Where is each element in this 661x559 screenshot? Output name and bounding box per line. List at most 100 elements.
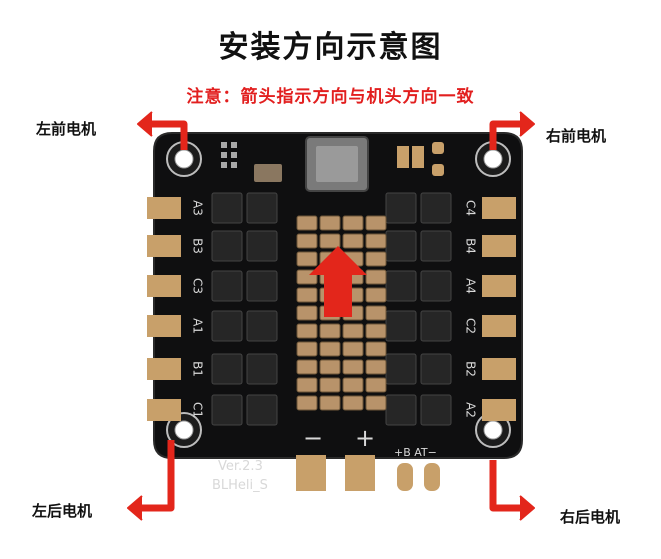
mosfet-chip — [385, 192, 417, 224]
warning-note: 注意：箭头指示方向与机头方向一致 — [186, 87, 475, 107]
motor-pad — [147, 399, 181, 421]
pad-label: A4 — [464, 278, 478, 294]
ceramic-capacitor — [296, 251, 318, 267]
ceramic-capacitor — [365, 341, 387, 357]
right-turn-arrow-icon — [489, 460, 535, 521]
firmware-label: BLHeli_S — [212, 478, 268, 493]
motor-pad — [147, 197, 181, 219]
pad-label: C3 — [191, 278, 205, 294]
pad-label: A2 — [464, 402, 478, 418]
ceramic-capacitor — [365, 251, 387, 267]
mosfet-chip — [211, 192, 243, 224]
mosfet-chip — [420, 310, 452, 342]
motor-pad — [482, 358, 516, 380]
ceramic-capacitor — [319, 395, 341, 411]
mosfet-chip — [385, 353, 417, 385]
motor-label-front-right: 右前电机 — [546, 127, 607, 145]
motor-pad — [482, 197, 516, 219]
pad-label: C4 — [464, 200, 478, 216]
ceramic-capacitor — [365, 377, 387, 393]
mosfet-chip — [246, 230, 278, 262]
ceramic-capacitor — [342, 233, 364, 249]
ceramic-capacitor — [365, 359, 387, 375]
top-left-chip-pads — [221, 142, 237, 168]
ceramic-capacitor — [365, 305, 387, 321]
mosfet-chip — [211, 353, 243, 385]
mosfet-chip — [246, 353, 278, 385]
battery-pad-1 — [397, 463, 413, 491]
ceramic-capacitor — [342, 341, 364, 357]
ceramic-capacitor — [365, 233, 387, 249]
ceramic-capacitor — [296, 395, 318, 411]
inductor — [305, 136, 369, 192]
ceramic-capacitor — [296, 215, 318, 231]
motor-pad — [147, 315, 181, 337]
left-turn-arrow-icon — [127, 440, 175, 521]
pad-label: A1 — [191, 318, 205, 334]
pad-label: A3 — [191, 200, 205, 216]
motor-pad — [482, 315, 516, 337]
motor-pad — [147, 235, 181, 257]
mosfet-chip — [211, 310, 243, 342]
motor-pad — [147, 275, 181, 297]
mosfet-chips — [211, 192, 452, 426]
ceramic-capacitor — [296, 341, 318, 357]
ceramic-capacitor — [319, 341, 341, 357]
mosfet-chip — [246, 270, 278, 302]
mosfet-chip — [385, 310, 417, 342]
ceramic-capacitor — [319, 215, 341, 231]
mosfet-chip — [211, 394, 243, 426]
ceramic-capacitor — [296, 305, 318, 321]
ceramic-capacitor — [342, 323, 364, 339]
pad-label: C1 — [191, 402, 205, 418]
ceramic-capacitor — [365, 215, 387, 231]
mount-hole-front-right — [475, 141, 511, 177]
ceramic-capacitor — [342, 359, 364, 375]
battery-pad-2 — [424, 463, 440, 491]
capacitor — [254, 164, 282, 182]
ceramic-capacitor — [296, 323, 318, 339]
up-arrow-icon — [309, 246, 367, 317]
motor-label-rear-right: 右后电机 — [560, 508, 621, 526]
plus-label: + — [355, 424, 375, 452]
mosfet-chip — [211, 270, 243, 302]
motor-pad — [482, 275, 516, 297]
ceramic-capacitor — [365, 323, 387, 339]
mosfet-chip — [420, 353, 452, 385]
power-pad-negative — [296, 455, 326, 491]
pad-label: B1 — [191, 361, 205, 377]
ceramic-capacitor — [365, 395, 387, 411]
power-pad-positive — [345, 455, 375, 491]
mosfet-chip — [211, 230, 243, 262]
mosfet-chip — [420, 270, 452, 302]
ceramic-capacitor — [296, 377, 318, 393]
mount-hole-rear-left — [166, 412, 202, 448]
ceramic-capacitor — [319, 323, 341, 339]
ceramic-capacitor — [342, 395, 364, 411]
mosfet-chip — [420, 192, 452, 224]
ceramic-capacitor — [319, 233, 341, 249]
mosfet-chip — [385, 270, 417, 302]
ceramic-capacitor — [296, 359, 318, 375]
mosfet-chip — [385, 394, 417, 426]
ceramic-capacitor — [342, 215, 364, 231]
ceramic-capacitor — [342, 377, 364, 393]
page-title: 安装方向示意图 — [218, 30, 443, 65]
mosfet-chip — [246, 192, 278, 224]
pad-label: B4 — [464, 238, 478, 254]
motor-label-rear-left: 左后电机 — [32, 502, 93, 520]
mount-hole-rear-right — [475, 412, 511, 448]
pad-label: B3 — [191, 238, 205, 254]
ceramic-capacitor — [319, 359, 341, 375]
ceramic-capacitor — [296, 287, 318, 303]
mosfet-chip — [420, 394, 452, 426]
version-label: Ver.2.3 — [218, 459, 263, 474]
ceramic-capacitor — [365, 287, 387, 303]
motor-pad — [482, 399, 516, 421]
pad-label: C2 — [464, 318, 478, 334]
mosfet-chip — [246, 394, 278, 426]
mosfet-chip — [385, 230, 417, 262]
